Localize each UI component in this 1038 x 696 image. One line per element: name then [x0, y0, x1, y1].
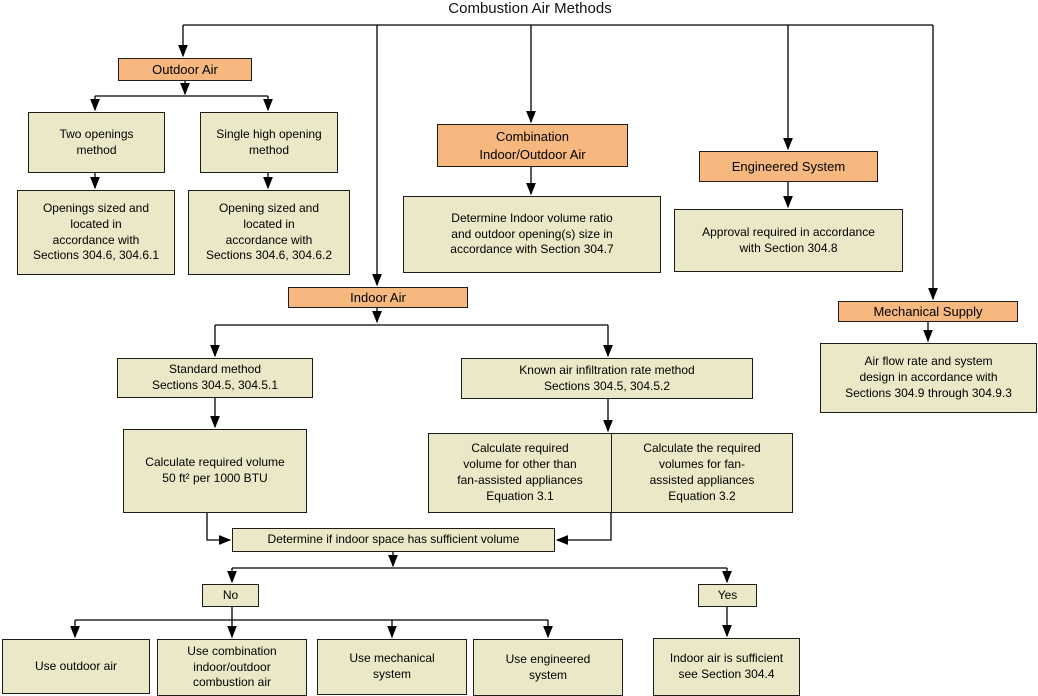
node-use-engineered-system: Use engineered system: [473, 639, 623, 696]
node-use-outdoor-air: Use outdoor air: [2, 639, 150, 694]
node-no: No: [202, 584, 259, 607]
node-use-combination: Use combination indoor/outdoor combustio…: [157, 639, 307, 696]
node-standard-method: Standard method Sections 304.5, 304.5.1: [117, 358, 313, 398]
node-determine-indoor-volume-ratio: Determine Indoor volume ratio and outdoo…: [403, 196, 661, 273]
node-approval-required: Approval required in accordance with Sec…: [674, 209, 903, 272]
node-calculate-required-volume: Calculate required volume 50 ft² per 100…: [123, 429, 307, 513]
node-known-air-infiltration-rate-method: Known air infiltration rate method Secti…: [461, 358, 753, 399]
chart-title: Combustion Air Methods: [448, 0, 612, 17]
node-air-flow-rate: Air flow rate and system design in accor…: [820, 343, 1037, 413]
node-determine-sufficient-volume: Determine if indoor space has sufficient…: [232, 528, 555, 552]
node-calculate-volume-other-than-fan: Calculate required volume for other than…: [428, 433, 612, 513]
node-mechanical-supply: Mechanical Supply: [838, 301, 1018, 322]
node-indoor-air-sufficient: Indoor air is sufficient see Section 304…: [653, 638, 800, 696]
node-yes: Yes: [698, 584, 757, 607]
node-indoor-air: Indoor Air: [288, 287, 468, 308]
node-openings-sized: Openings sized and located in accordance…: [17, 190, 175, 275]
node-outdoor-air: Outdoor Air: [118, 58, 252, 81]
node-calculate-volumes-fan-assisted: Calculate the required volumes for fan- …: [611, 433, 793, 513]
node-engineered-system: Engineered System: [699, 151, 878, 182]
node-combination-indoor-outdoor-air: Combination Indoor/Outdoor Air: [437, 124, 628, 167]
node-two-openings-method: Two openings method: [28, 112, 165, 173]
node-single-high-opening-method: Single high opening method: [200, 112, 338, 173]
node-use-mechanical-system: Use mechanical system: [317, 639, 467, 695]
node-opening-sized: Opening sized and located in accordance …: [188, 190, 350, 275]
